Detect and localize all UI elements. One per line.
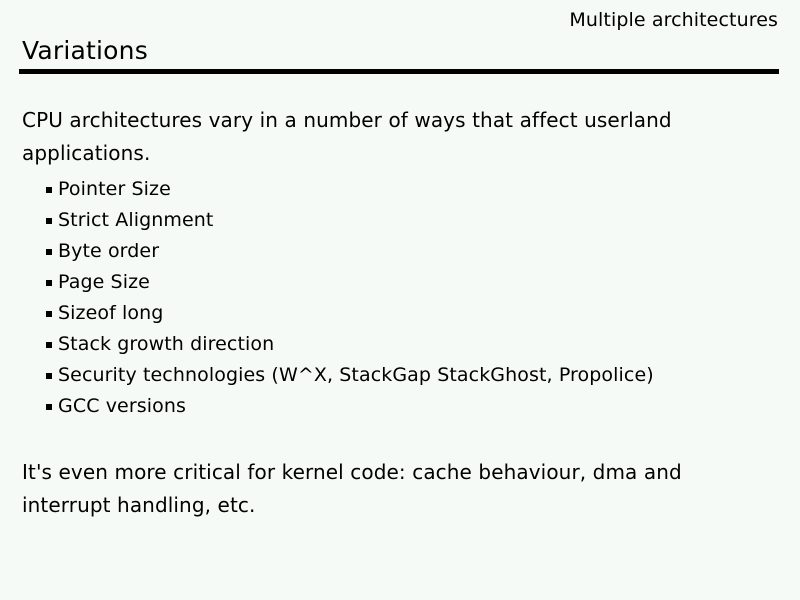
list-item: Security technologies (W^X, StackGap Sta…	[22, 360, 782, 391]
running-header: Multiple architectures	[569, 9, 778, 31]
list-item-label: Stack growth direction	[58, 333, 275, 355]
square-bullet-icon	[46, 187, 52, 193]
slide-body: CPU architectures vary in a number of wa…	[22, 104, 782, 522]
list-item: GCC versions	[22, 391, 782, 422]
variation-list: Pointer Size Strict Alignment Byte order…	[22, 174, 782, 422]
list-item-label: Strict Alignment	[58, 209, 214, 231]
closing-paragraph: It's even more critical for kernel code:…	[22, 460, 682, 517]
list-item: Page Size	[22, 267, 782, 298]
list-item: Stack growth direction	[22, 329, 782, 360]
square-bullet-icon	[46, 311, 52, 317]
square-bullet-icon	[46, 218, 52, 224]
list-item: Byte order	[22, 236, 782, 267]
page-title: Variations	[22, 36, 148, 65]
square-bullet-icon	[46, 404, 52, 410]
list-item-label: Pointer Size	[58, 178, 171, 200]
list-item: Sizeof long	[22, 298, 782, 329]
title-divider	[19, 69, 779, 74]
intro-paragraph: CPU architectures vary in a number of wa…	[22, 108, 672, 165]
list-item-label: GCC versions	[58, 395, 186, 417]
square-bullet-icon	[46, 249, 52, 255]
square-bullet-icon	[46, 342, 52, 348]
list-item-label: Security technologies (W^X, StackGap Sta…	[58, 364, 654, 386]
square-bullet-icon	[46, 280, 52, 286]
list-item: Strict Alignment	[22, 205, 782, 236]
list-item-label: Byte order	[58, 240, 160, 262]
list-item-label: Page Size	[58, 271, 150, 293]
square-bullet-icon	[46, 373, 52, 379]
list-item-label: Sizeof long	[58, 302, 164, 324]
list-item: Pointer Size	[22, 174, 782, 205]
